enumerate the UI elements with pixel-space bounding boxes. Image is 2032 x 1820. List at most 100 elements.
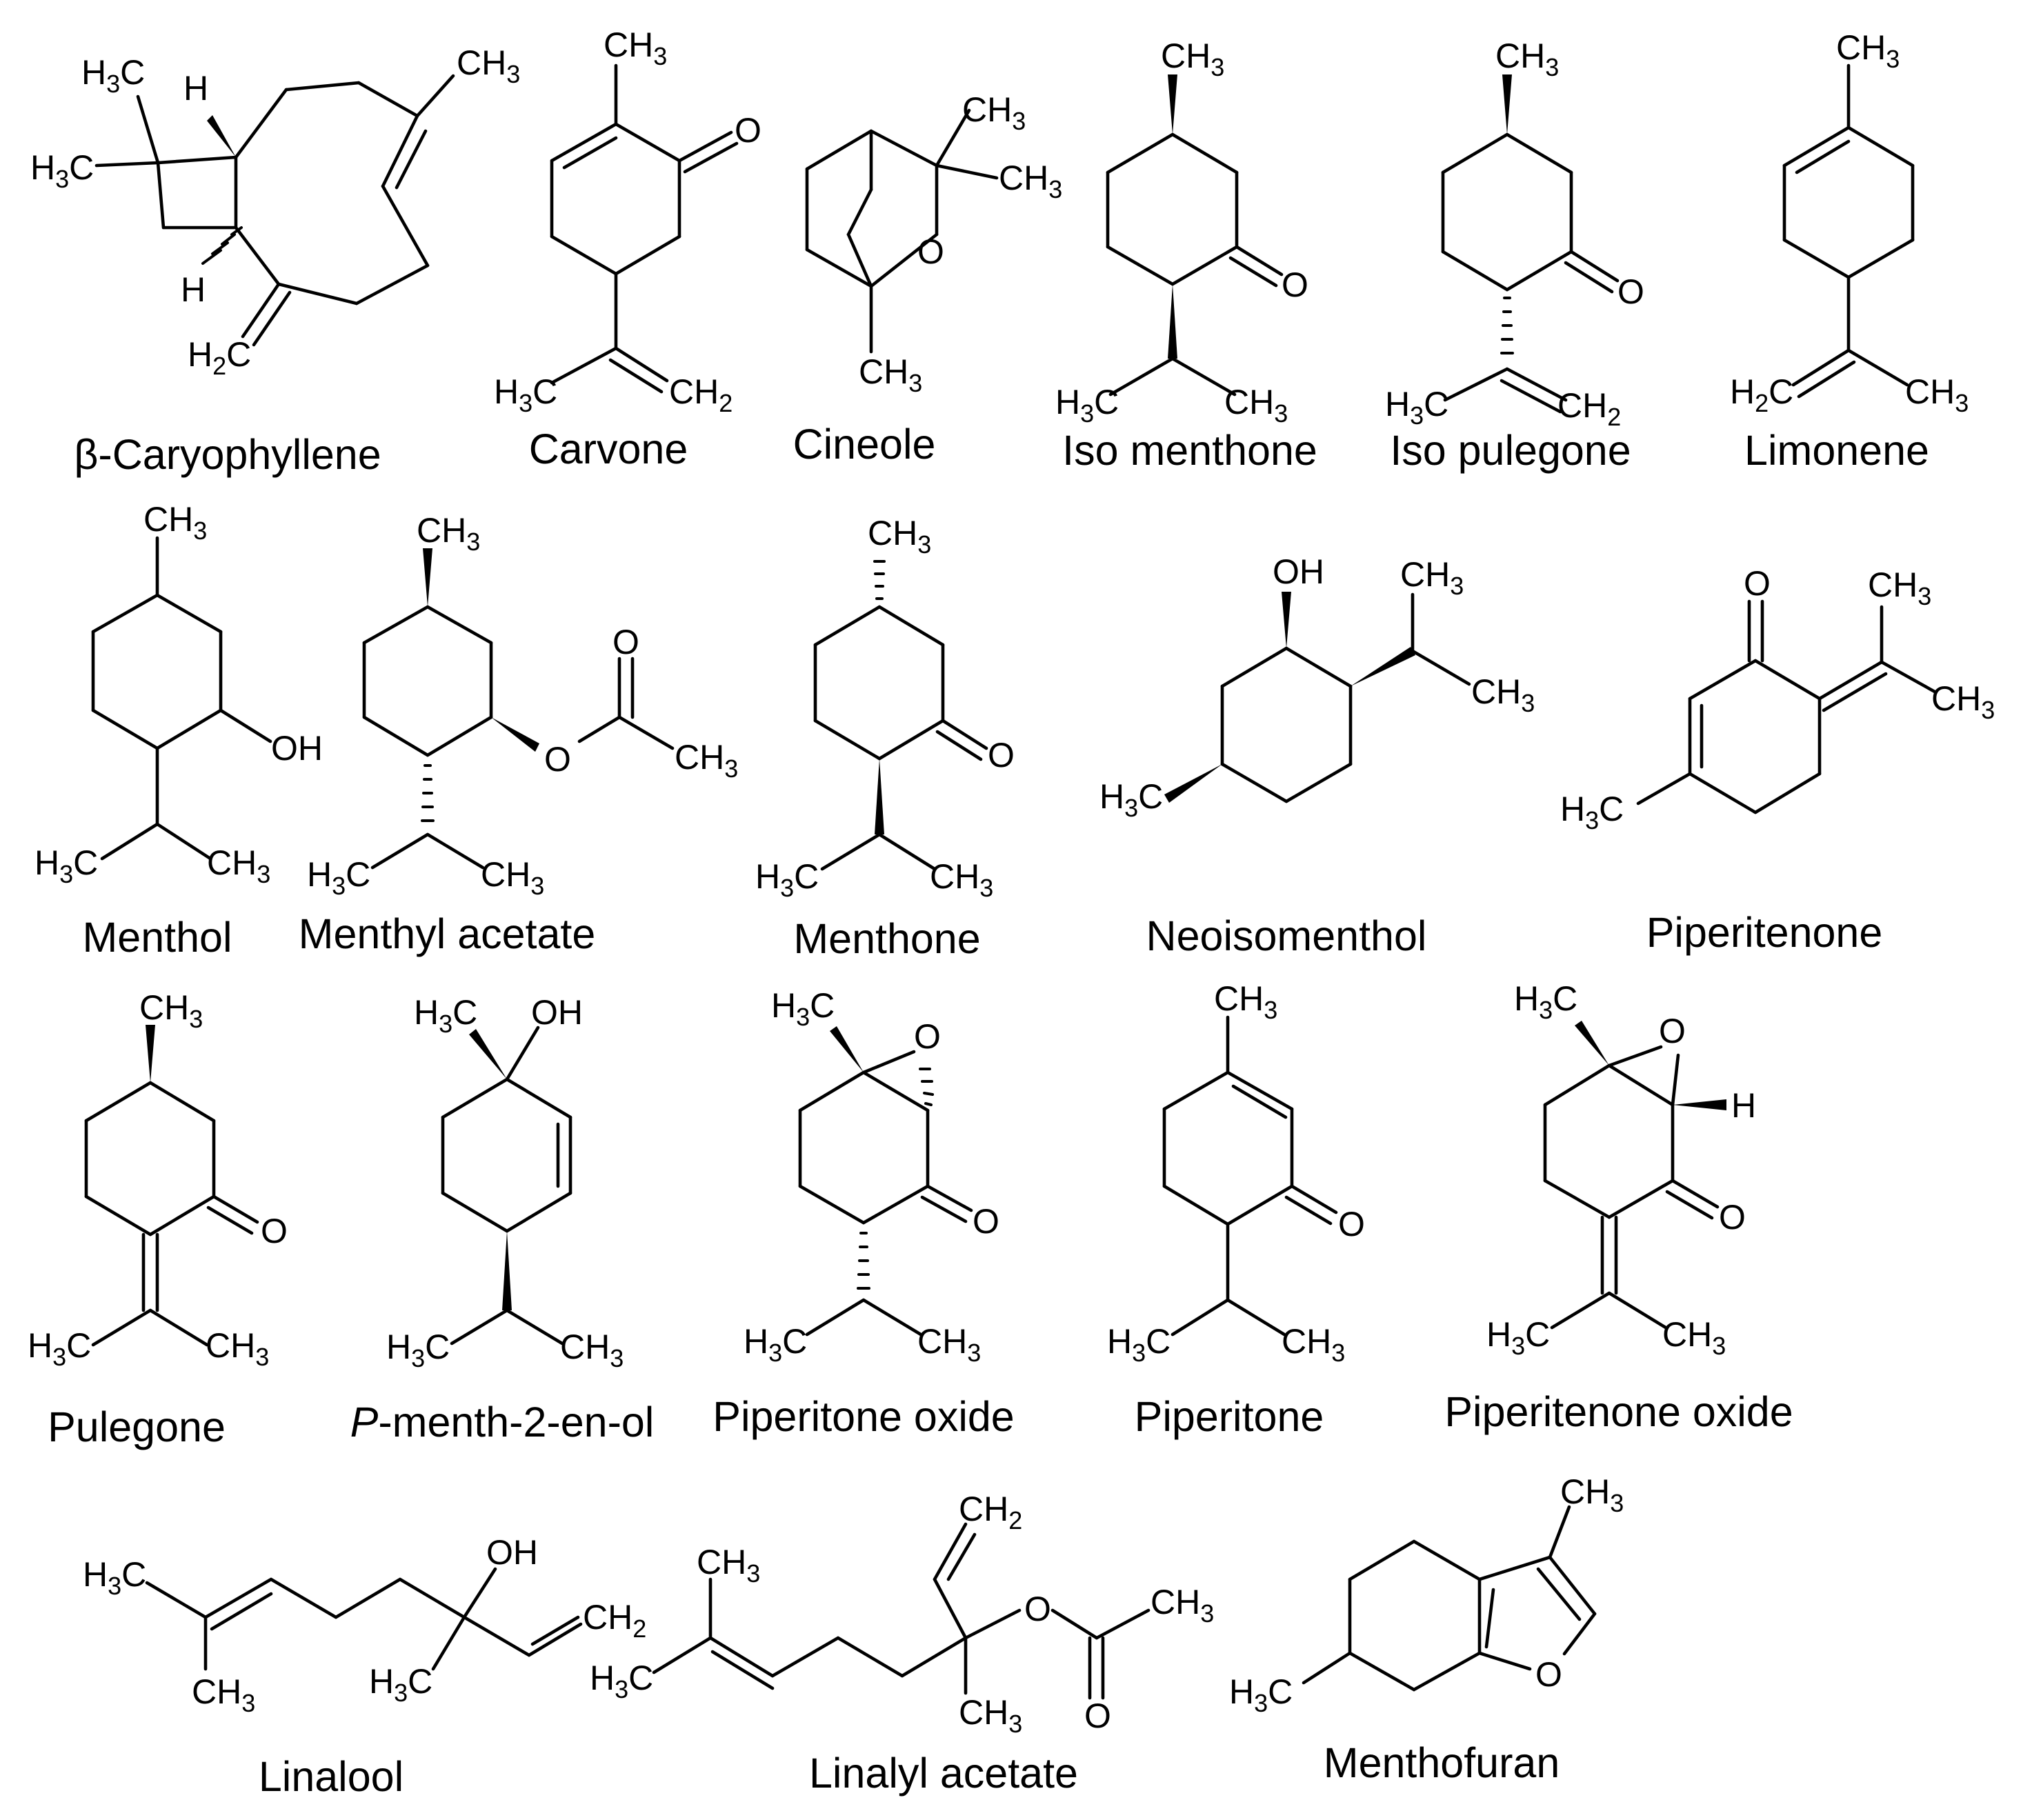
compound-name: Menthol	[82, 914, 232, 961]
atom-label: H3C	[771, 986, 835, 1031]
atom-label: H3C	[755, 857, 819, 902]
atom-label: H3C	[28, 1326, 91, 1371]
atom-label: H3C	[744, 1322, 807, 1367]
atom-label: H3C	[1514, 979, 1577, 1024]
atom-label: CH3	[1400, 555, 1464, 600]
compound-name: Linalyl acetate	[809, 1750, 1078, 1797]
atom-label: H3C	[414, 993, 477, 1038]
atom-label: CH3	[1560, 1472, 1624, 1517]
atom-label: H	[1731, 1086, 1756, 1125]
atom-label: H3C	[1486, 1315, 1550, 1360]
atom-label: CH2	[669, 372, 733, 417]
atom-label: CH3	[962, 90, 1026, 135]
wedge-bond	[1673, 1099, 1726, 1110]
skeleton-bonds	[1302, 1505, 1597, 1692]
atom-label: O	[1535, 1655, 1562, 1694]
atom-label: O	[1744, 564, 1771, 603]
wedge-bond	[1282, 592, 1291, 648]
compound-linalyl-acetate: CH3 H3C CH2 O CH3 CH3 O Linalyl acetate	[590, 1490, 1214, 1797]
compound-iso-menthone: CH3 O H3C CH3 Iso menthone	[1055, 37, 1317, 474]
atom-label: CH3	[1471, 672, 1535, 717]
atom-label: H3C	[369, 1662, 432, 1707]
compound-name: Cineole	[793, 421, 936, 468]
atom-label: H3C	[1099, 777, 1163, 822]
compound-name: Piperitone oxide	[713, 1393, 1014, 1440]
compound-piperitone-oxide: H3C O O H3C CH3 Piperitone oxide	[713, 986, 1014, 1440]
atom-label: OH	[486, 1533, 538, 1572]
atom-label: O	[1084, 1697, 1111, 1735]
compound-name: Menthofuran	[1324, 1739, 1560, 1786]
hash-bond	[857, 1232, 870, 1290]
atom-label: CH3	[417, 511, 480, 556]
atom-label: CH3	[143, 500, 207, 545]
atom-label: CH3	[930, 857, 993, 902]
wedge-bond	[491, 717, 539, 752]
atom-label: H3C	[1385, 385, 1448, 430]
skeleton-bonds	[362, 605, 675, 870]
wedge-bond	[423, 548, 432, 607]
wedge-bond	[146, 1025, 155, 1083]
atom-label: CH3	[1224, 383, 1288, 428]
wedge-bond	[502, 1231, 512, 1310]
atom-label: CH3	[1662, 1315, 1726, 1360]
compound-linalool: H3C CH3 OH CH2 H3C Linalool	[83, 1533, 646, 1800]
compound-name: Carvone	[529, 426, 688, 472]
atom-label: CH3	[1495, 37, 1559, 81]
skeleton-bonds	[145, 1567, 583, 1671]
compound-name: Menthone	[793, 915, 980, 962]
atom-label: CH3	[481, 855, 544, 900]
wedge-bond	[1351, 647, 1415, 686]
skeleton-bonds	[1106, 132, 1284, 397]
compound-name: Linalool	[259, 1753, 404, 1800]
atom-label: H3C	[1055, 383, 1119, 428]
skeleton-bonds	[441, 1026, 572, 1346]
skeleton-bonds	[1162, 1015, 1338, 1337]
compound-name: Iso menthone	[1062, 427, 1317, 474]
compound-piperitenone-oxide: H3C O H O H3C CH3 Piperitenone oxide	[1444, 979, 1793, 1435]
atom-label: O	[261, 1212, 288, 1250]
atom-label: CH2	[583, 1598, 646, 1643]
compound-name: Neoisomenthol	[1146, 912, 1427, 959]
compound-carvone: CH3 O H3C CH2 Carvone	[494, 26, 761, 472]
skeleton-bonds	[1220, 592, 1471, 803]
atom-label: O	[735, 111, 761, 150]
hash-bond	[919, 1068, 934, 1106]
wedge-bond	[469, 1029, 507, 1079]
skeleton-bonds	[94, 74, 455, 347]
compound-name: Piperitone	[1135, 1393, 1324, 1440]
compound-name: β-Caryophyllene	[74, 431, 381, 478]
atom-label: H3C	[30, 148, 94, 193]
wedge-bond	[207, 115, 236, 157]
hash-bond	[1500, 297, 1514, 354]
atom-label: O	[1617, 272, 1644, 311]
skeleton-bonds	[91, 536, 272, 861]
atom-label: CH3	[604, 26, 667, 70]
atom-label: CH3	[959, 1693, 1022, 1738]
compound-cineole: CH3 CH3 O CH3 Cineole	[793, 90, 1063, 468]
atom-label: CH3	[1282, 1322, 1345, 1367]
atom-label: O	[1719, 1198, 1746, 1237]
skeleton-bonds	[1441, 132, 1620, 414]
compound-name: Piperitenone oxide	[1444, 1388, 1793, 1435]
atom-label: CH3	[192, 1672, 255, 1717]
atom-label: O	[1338, 1205, 1365, 1243]
skeleton-bonds	[805, 108, 999, 354]
compound-beta-caryophyllene: H3C H3C H H CH3 H2C β-Caryophyllene	[30, 43, 520, 478]
atom-label: CH3	[868, 514, 931, 559]
atom-label: OH	[1273, 552, 1324, 591]
compound-piperitone: CH3 O H3C CH3 Piperitone	[1107, 979, 1365, 1440]
compound-name: Iso pulegone	[1390, 427, 1631, 474]
hash-bond	[873, 560, 886, 600]
atom-label: H3C	[1107, 1322, 1171, 1367]
atom-label: H3C	[386, 1328, 450, 1372]
compound-limonene: CH3 H2C CH3 Limonene	[1730, 28, 1969, 474]
skeleton-bonds	[813, 605, 988, 871]
wedge-bond	[830, 1026, 864, 1072]
hash-bond	[421, 764, 435, 822]
atom-label: O	[612, 623, 639, 661]
atom-label: OH	[531, 993, 583, 1032]
compound-pulegone: CH3 O H3C CH3 Pulegone	[28, 988, 288, 1450]
compound-p-menth-2-en-ol: H3C OH H3C CH3 P-menth-2-en-ol	[350, 993, 655, 1446]
atom-label: O	[1282, 266, 1308, 304]
